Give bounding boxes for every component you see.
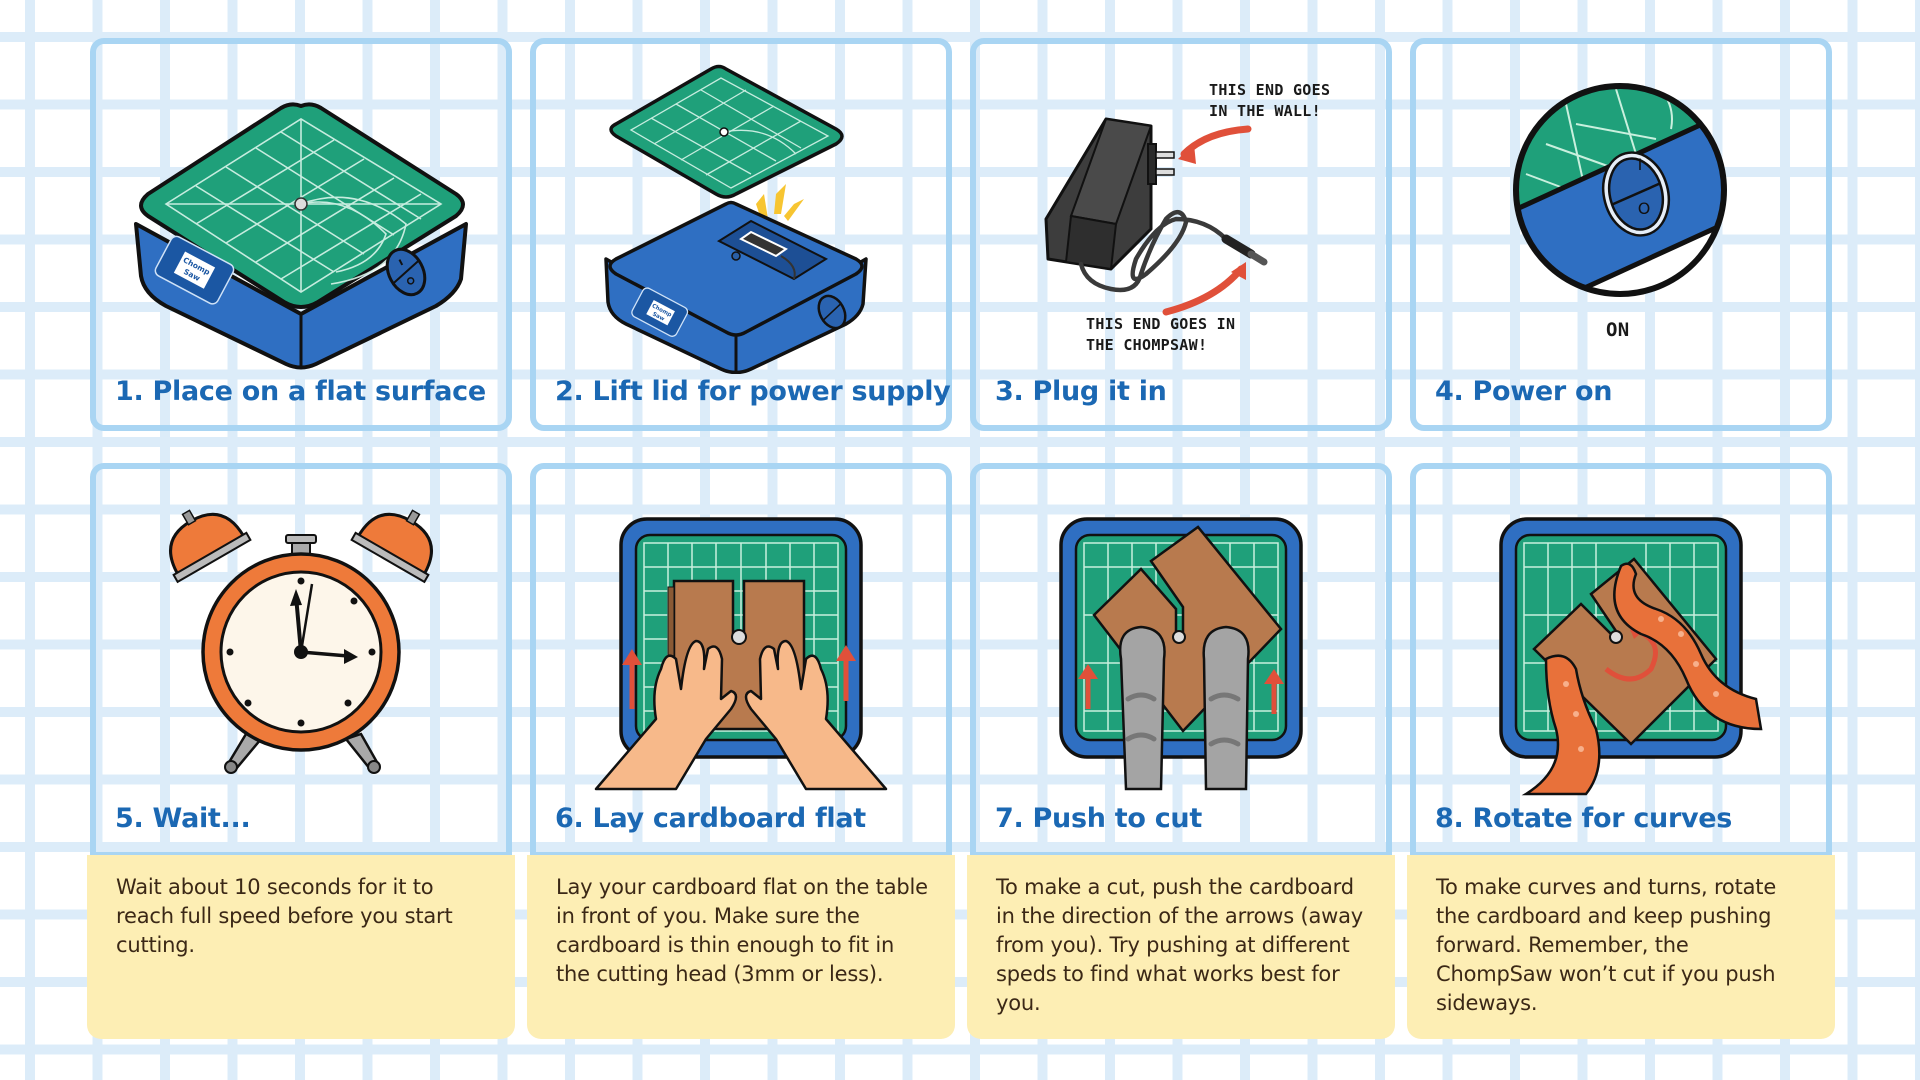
cat-paws-pushing-icon	[1059, 517, 1303, 791]
step-card-6: 6. Lay cardboard flat	[530, 463, 952, 858]
step-title: 4. Power on	[1435, 376, 1613, 407]
step-5-description: Wait about 10 seconds for it to reach fu…	[87, 855, 515, 1039]
annotation-wall: THIS END GOES IN THE WALL!	[1209, 81, 1331, 120]
step-card-3: THIS END GOES IN THE WALL! THIS END GOES…	[970, 38, 1392, 431]
switch-off-symbol: O	[1638, 199, 1651, 218]
power-switch-icon	[385, 247, 427, 297]
open-lid-power-supply-icon: Chomp Saw	[604, 64, 868, 374]
switch-on-symbol: I	[1638, 155, 1643, 174]
step-7-description: To make a cut, push the cardboard in the…	[967, 855, 1395, 1039]
step-card-7: 7. Push to cut	[970, 463, 1392, 858]
step-title: 7. Push to cut	[995, 803, 1202, 834]
tentacles-rotating-icon	[1499, 517, 1763, 796]
step-title: 5. Wait...	[115, 803, 251, 834]
step-card-5: 5. Wait...	[90, 463, 512, 858]
alarm-clock-icon	[169, 509, 433, 774]
on-caption: ON	[1606, 319, 1630, 341]
chompsaw-device-icon: Chomp Saw	[134, 102, 468, 370]
step-card-4: I O ON 4. Power on	[1410, 38, 1832, 431]
step-title: 1. Place on a flat surface	[115, 376, 486, 407]
annotation-chompsaw: THIS END GOES IN THE CHOMPSAW!	[1086, 315, 1236, 354]
hands-on-cardboard-icon	[594, 517, 888, 791]
step-card-8: 8. Rotate for curves	[1410, 463, 1832, 858]
power-adapter-icon	[1044, 117, 1268, 316]
power-switch-closeup-icon: I O	[1513, 83, 1727, 297]
device-label-line2: Saw	[651, 311, 665, 322]
step-6-description: Lay your cardboard flat on the table in …	[527, 855, 955, 1039]
step-card-2: Chomp Saw 2. Lift lid for power supply	[530, 38, 952, 431]
power-switch-icon	[817, 294, 847, 330]
step-title: 6. Lay cardboard flat	[555, 803, 866, 834]
step-card-1: Chomp Saw 1. Place on a flat surface	[90, 38, 512, 431]
step-8-description: To make curves and turns, rotate the car…	[1407, 855, 1835, 1039]
step-title: 2. Lift lid for power supply	[555, 376, 951, 407]
step-title: 3. Plug it in	[995, 376, 1167, 407]
step-title: 8. Rotate for curves	[1435, 803, 1733, 834]
